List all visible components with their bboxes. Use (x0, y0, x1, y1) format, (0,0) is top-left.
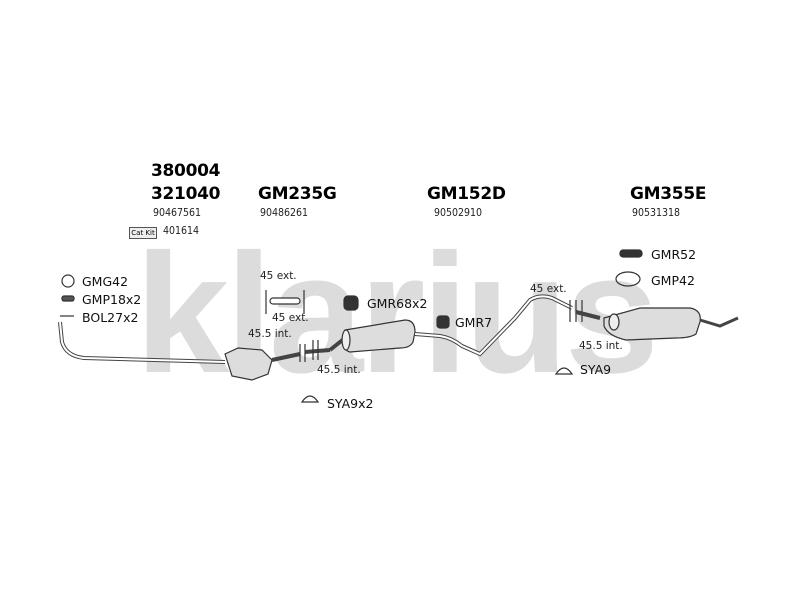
gmp42-icon (615, 271, 641, 287)
dim-ext45-a: 45 ext. (260, 270, 297, 282)
fitting-gmg42: GMG42 (82, 274, 129, 289)
fitting-gmr52: GMR52 (651, 247, 697, 262)
part-number-1a: 380004 (151, 161, 221, 181)
tail-pipe (699, 316, 739, 328)
fitting-gmr7: GMR7 (455, 315, 493, 330)
front-pipe (58, 321, 226, 364)
fitting-sya9: SYA9 (580, 362, 612, 377)
fitting-bol27: BOL27x2 (82, 310, 139, 325)
fitting-sya9x2: SYA9x2 (327, 396, 374, 411)
oe-number-1: 90467561 (153, 207, 202, 219)
cat-kit-badge: Cat Kit (129, 227, 157, 239)
dim-int455-c: 45.5 int. (579, 340, 623, 352)
fitting-gmr68: GMR68x2 (367, 296, 428, 311)
part-number-4: GM355E (630, 184, 707, 204)
dim-int455-a: 45.5 int. (248, 328, 292, 340)
part-number-1b: 321040 (151, 184, 221, 204)
part-number-2: GM235G (258, 184, 337, 204)
gmr68-icon (343, 295, 359, 311)
sya9x2-icon (300, 395, 320, 403)
sya9-icon (554, 367, 574, 375)
gmg42-icon (61, 274, 75, 288)
oe-number-4: 90531318 (632, 207, 681, 219)
fitting-gmp18: GMP18x2 (82, 292, 142, 307)
dim-int455-b: 45.5 int. (317, 364, 361, 376)
dim-ext45-c: 45 ext. (530, 283, 567, 295)
gmr52-icon (619, 249, 643, 258)
oe-number-2: 90486261 (260, 207, 309, 219)
gmr7-icon (436, 315, 450, 329)
fitting-gmp42: GMP42 (651, 273, 695, 288)
catalytic-converter (224, 347, 273, 381)
part-number-3: GM152D (427, 184, 506, 204)
dim-ext45-b: 45 ext. (272, 312, 309, 324)
sleeve-sketch (269, 297, 301, 305)
rear-silencer (603, 307, 701, 341)
cat-kit-number: 401614 (163, 225, 200, 237)
oe-number-3: 90502910 (434, 207, 483, 219)
gmp18-icon (61, 295, 75, 302)
watermark-text: klarius (135, 219, 655, 409)
middle-silencer (342, 319, 416, 353)
